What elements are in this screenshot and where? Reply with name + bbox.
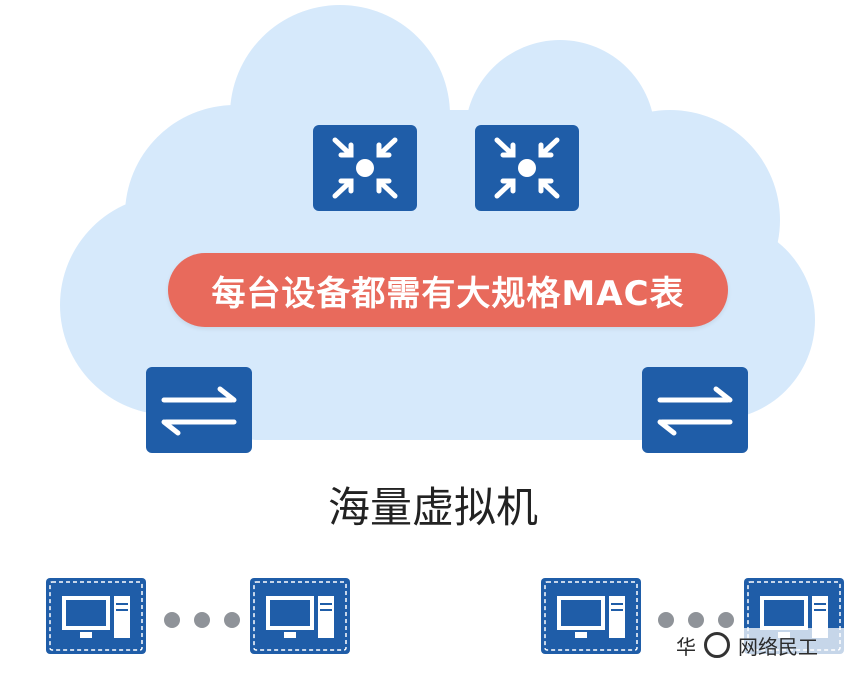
ellipsis-dots	[164, 612, 240, 628]
access-switch-icon	[642, 367, 748, 453]
server-icon	[46, 578, 146, 654]
watermark-prefix: 华	[676, 634, 696, 659]
server-icon	[250, 578, 350, 654]
dot	[718, 612, 734, 628]
access-switch-icon	[146, 367, 252, 453]
vm-label: 海量虚拟机	[327, 483, 538, 532]
dot	[224, 612, 240, 628]
dot	[658, 612, 674, 628]
core-switch-icon	[475, 125, 579, 211]
core-switch-icon	[313, 125, 417, 211]
dot	[688, 612, 704, 628]
watermark: 华 网络民工	[676, 628, 856, 662]
dot	[194, 612, 210, 628]
mac-table-badge: 每台设备都需有大规格MAC表	[168, 253, 728, 327]
dot	[164, 612, 180, 628]
wechat-logo-icon	[704, 632, 730, 658]
server-icon	[541, 578, 641, 654]
watermark-text: 网络民工	[738, 634, 818, 659]
ellipsis-dots	[658, 612, 734, 628]
